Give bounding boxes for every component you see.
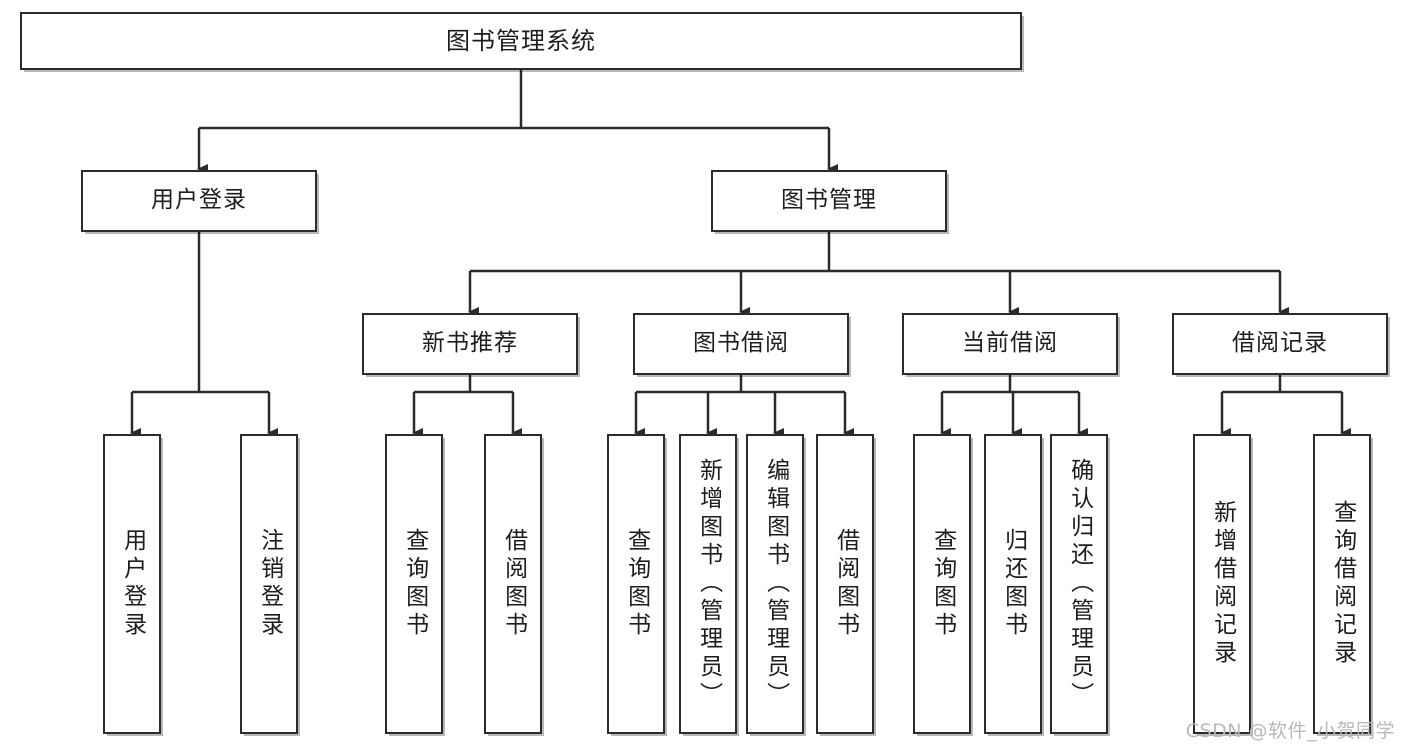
node-label: 当前借阅	[962, 330, 1058, 357]
node-label: 借阅记录	[1232, 330, 1328, 357]
node-user-login[interactable]: 用户登录	[81, 170, 317, 232]
leaf-borrow-book[interactable]: 借阅图书	[816, 434, 874, 734]
node-label: 归还图书	[1000, 528, 1027, 640]
leaf-confirm-return-admin[interactable]: 确认归还（管理员）	[1050, 434, 1108, 734]
leaf-user-login[interactable]: 用户登录	[103, 434, 161, 734]
node-label: 图书借阅	[693, 330, 789, 357]
node-label: 查询图书	[401, 528, 428, 640]
node-label: 借阅图书	[832, 528, 859, 640]
node-label: 用户登录	[151, 187, 247, 214]
node-label: 查询图书	[929, 528, 956, 640]
node-label: 查询图书	[623, 528, 650, 640]
node-label: 图书管理	[781, 187, 877, 214]
node-label: 注销登录	[256, 528, 283, 640]
node-label: 图书管理系统	[446, 26, 596, 55]
node-label: 借阅图书	[500, 528, 527, 640]
leaf-current-query-book[interactable]: 查询图书	[913, 434, 971, 734]
node-book-management[interactable]: 图书管理	[711, 170, 947, 232]
node-label: 新增借阅记录	[1209, 500, 1236, 668]
leaf-borrow-query-book[interactable]: 查询图书	[607, 434, 665, 734]
node-label: 确认归还（管理员）	[1066, 458, 1093, 710]
leaf-recommend-borrow-book[interactable]: 借阅图书	[484, 434, 542, 734]
leaf-add-book-admin[interactable]: 新增图书（管理员）	[679, 434, 737, 734]
node-borrow-records[interactable]: 借阅记录	[1172, 313, 1388, 375]
node-label: 编辑图书（管理员）	[762, 458, 789, 710]
node-new-book-recommend[interactable]: 新书推荐	[362, 313, 578, 375]
leaf-recommend-query-book[interactable]: 查询图书	[385, 434, 443, 734]
node-book-borrow[interactable]: 图书借阅	[633, 313, 849, 375]
node-label: 新书推荐	[422, 330, 518, 357]
leaf-add-borrow-record[interactable]: 新增借阅记录	[1193, 434, 1251, 734]
node-label: 用户登录	[119, 528, 146, 640]
node-label: 查询借阅记录	[1329, 500, 1356, 668]
leaf-return-book[interactable]: 归还图书	[984, 434, 1042, 734]
node-label: 新增图书（管理员）	[695, 458, 722, 710]
leaf-query-borrow-record[interactable]: 查询借阅记录	[1313, 434, 1371, 734]
leaf-user-logout[interactable]: 注销登录	[240, 434, 298, 734]
node-current-borrow[interactable]: 当前借阅	[902, 313, 1118, 375]
watermark: CSDN @软件_小贺同学	[1185, 720, 1395, 742]
leaf-edit-book-admin[interactable]: 编辑图书（管理员）	[746, 434, 804, 734]
node-root[interactable]: 图书管理系统	[20, 12, 1022, 70]
